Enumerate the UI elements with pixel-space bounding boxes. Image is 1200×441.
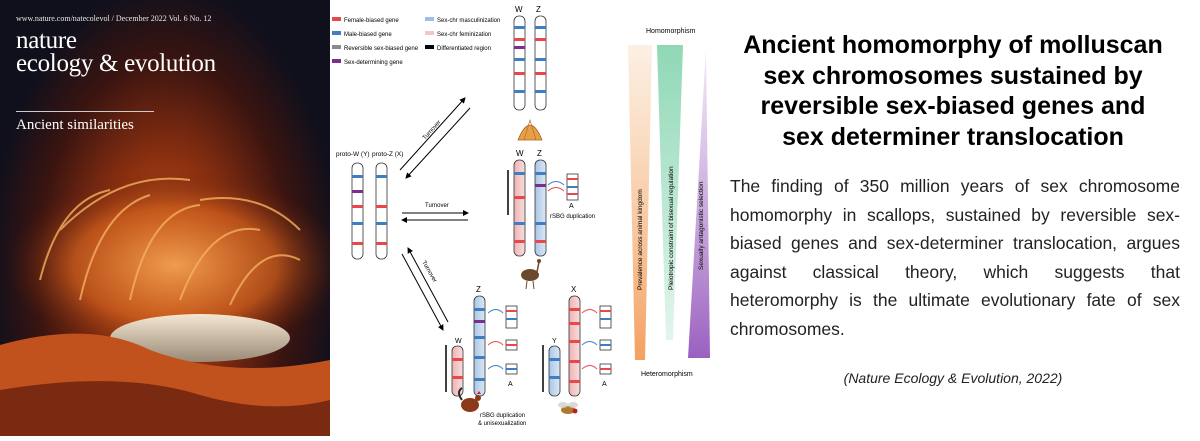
legend-diff: Differentiated region	[437, 46, 491, 52]
bar1-label: Prevalence across animal kingdom	[637, 189, 644, 290]
legend-fem: Sex-chr feminization	[437, 32, 491, 38]
chromosome-diagram: Female-biased gene Male-biased gene Reve…	[332, 5, 710, 427]
arrow-label-mid: Turnover	[425, 203, 449, 209]
bar-prevalence	[628, 45, 652, 360]
bar-pleiotropic	[657, 45, 683, 340]
bar2-label: Pleiotropic constraint of bisexual regul…	[668, 166, 675, 290]
label-bottom-a2: A	[602, 381, 607, 388]
label-mid-z: Z	[537, 149, 542, 158]
label-bottom-w: W	[455, 338, 462, 345]
legend-male: Male-biased gene	[344, 32, 392, 38]
gradient-panel: Homomorphism Prevalence across animal ki…	[628, 28, 710, 378]
arrow-label-top: Turnover	[422, 120, 442, 142]
abstract-text: The finding of 350 million years of sex …	[730, 176, 1180, 339]
legend-swatch-male	[332, 31, 341, 35]
fly-icon	[558, 402, 578, 414]
label-bottom-y: Y	[552, 338, 557, 345]
label-top-z: Z	[536, 5, 541, 14]
issue-title: Ancient similarities	[16, 117, 134, 133]
label-proto-z: proto-Z (X)	[372, 151, 403, 158]
rooster-icon	[458, 387, 481, 412]
legend: Female-biased gene Male-biased gene Reve…	[332, 17, 500, 66]
heteromorphism-label: Heteromorphism	[641, 371, 693, 378]
autosome-boxes-left	[487, 305, 518, 375]
emu-icon	[521, 259, 541, 290]
rsbg-dup-unisex-line1: rSBG duplication	[480, 413, 525, 419]
label-mid-a: A	[569, 203, 574, 210]
headline-line1: Ancient homomorphy of molluscan	[743, 31, 1163, 59]
label-bottom-z: Z	[476, 285, 481, 294]
legend-swatch-sexdet	[332, 59, 341, 63]
homomorphism-label: Homomorphism	[646, 28, 696, 35]
legend-swatch-diff	[425, 45, 434, 49]
scallop-icon	[517, 118, 543, 141]
autosome-boxes-right	[581, 305, 612, 375]
bottom-left-chromosomes: Z W	[445, 285, 518, 412]
turnover-arrows: Turnover Turnover Turnover	[399, 97, 471, 331]
middle-chromosome-pair: W Z A rSBG duplication	[507, 149, 595, 290]
legend-swatch-female	[332, 17, 341, 21]
legend-swatch-fem	[425, 31, 434, 35]
rsbg-dup-unisex-line2: & unisexualization	[478, 421, 526, 427]
journal-cover: www.nature.com/natecolevol / December 20…	[0, 0, 330, 436]
citation: (Nature Ecology & Evolution, 2022)	[843, 370, 1063, 386]
text-panel: Ancient homomorphy of molluscan sex chro…	[722, 0, 1192, 436]
headline-line2: sex chromosomes sustained by	[763, 61, 1143, 90]
figure-panel: Female-biased gene Male-biased gene Reve…	[330, 0, 720, 436]
headline-line3: reversible sex-biased genes and	[760, 92, 1146, 120]
bar3-label: Sexually antagonistic selection	[698, 181, 705, 270]
bottom-right-chromosomes: X Y	[542, 285, 612, 414]
top-chromosome-pair: W Z	[513, 5, 547, 141]
label-mid-w: W	[516, 149, 524, 158]
rsbg-duplication-label: rSBG duplication	[550, 214, 595, 220]
journal-title-line2: ecology & evolution	[16, 50, 216, 77]
label-bottom-a1: A	[508, 381, 513, 388]
legend-sexdet: Sex-determining gene	[344, 60, 403, 66]
legend-swatch-reversible	[332, 45, 341, 49]
cover-rule	[16, 111, 154, 112]
legend-reversible: Reversible sex-biased gene	[344, 46, 419, 52]
scallop-photo	[0, 170, 330, 436]
legend-masc: Sex-chr masculinization	[437, 18, 500, 24]
label-bottom-x: X	[571, 285, 577, 294]
bar-antagonistic	[688, 48, 710, 358]
legend-swatch-masc	[425, 17, 434, 21]
journal-title-line1: nature	[16, 27, 77, 54]
headline: Ancient homomorphy of molluscan sex chro…	[726, 30, 1180, 152]
cover-url: www.nature.com/natecolevol / December 20…	[16, 14, 212, 23]
journal-title: nature ecology & evolution	[16, 27, 216, 77]
legend-female: Female-biased gene	[344, 18, 399, 24]
proto-chromosome-pair: proto-W (Y) proto-Z (X)	[336, 151, 403, 260]
arrow-label-bottom: Turnover	[420, 260, 437, 284]
label-top-w: W	[515, 5, 523, 14]
label-proto-w: proto-W (Y)	[336, 151, 370, 158]
headline-line4: sex determiner translocation	[782, 122, 1124, 151]
